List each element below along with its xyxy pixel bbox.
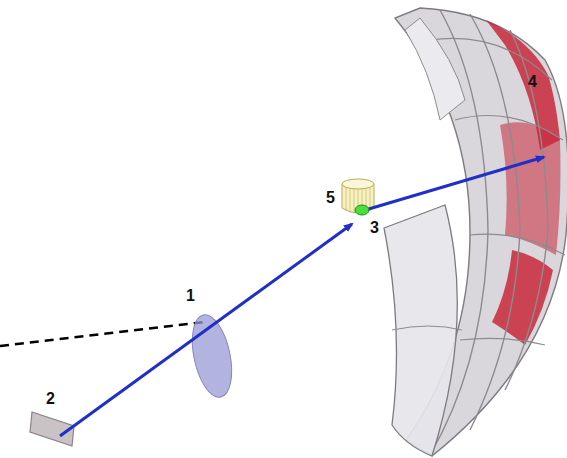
sample-dot [355, 205, 369, 215]
beam-arrow [362, 157, 544, 211]
dome-front-panel [384, 205, 457, 456]
callout-number: 2 [46, 391, 55, 407]
panel-seam [392, 326, 462, 330]
beam-arrow [60, 224, 352, 436]
callout-number: 5 [326, 190, 335, 206]
callout-number: 4 [528, 74, 537, 90]
dashed-beam [0, 322, 205, 346]
callout-number: 3 [370, 220, 379, 236]
callout-number: 1 [186, 288, 195, 304]
cylinder-5 [342, 179, 374, 214]
